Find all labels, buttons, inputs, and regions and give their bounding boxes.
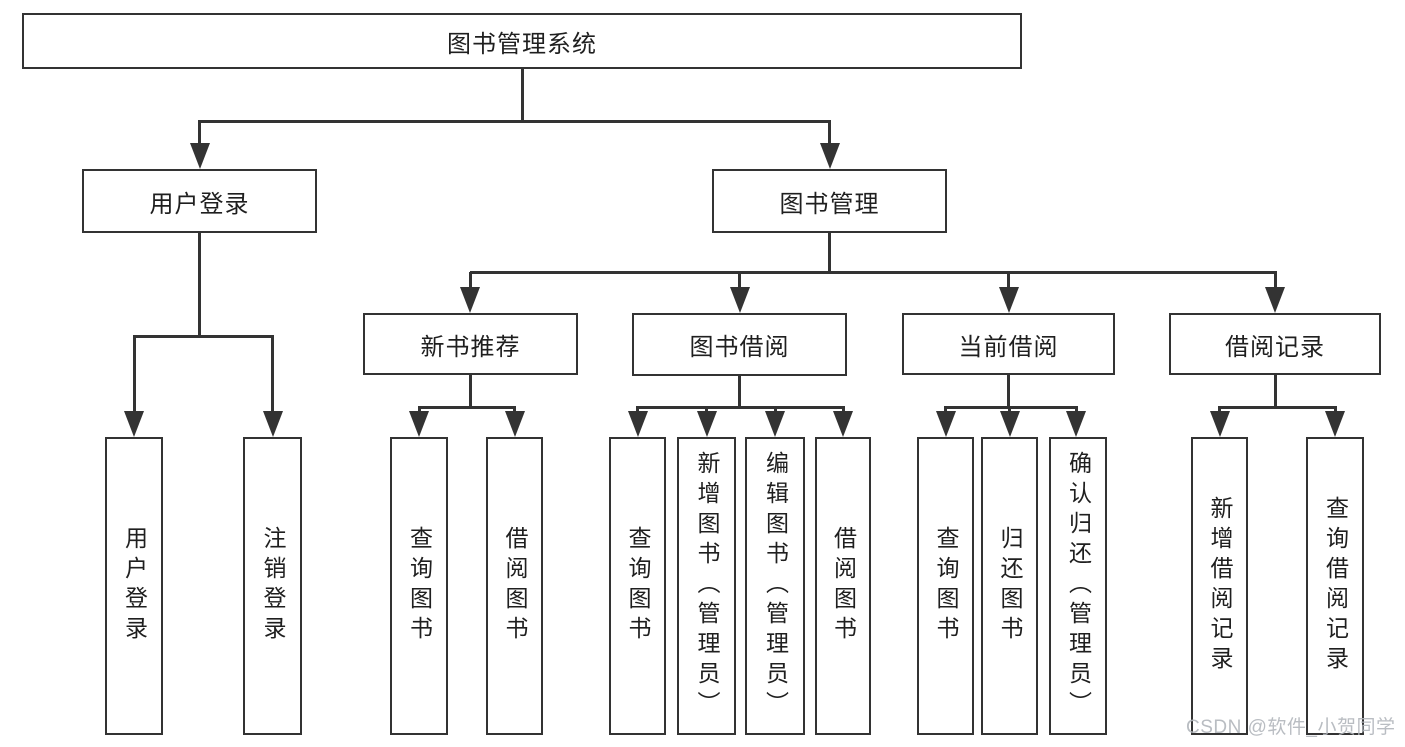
leaf-user-login: 用户登录 [105,437,163,735]
arrowhead-down-icon [1066,411,1086,437]
leaf-logout: 注销登录 [243,437,302,735]
node-user-login: 用户登录 [82,169,317,233]
arrowhead-down-icon [1209,411,1230,437]
arrowhead-down-icon [935,411,956,437]
node-current-borrow: 当前借阅 [902,313,1115,375]
arrowhead-down-icon [1325,411,1345,437]
leaf-br-query-record: 查询借阅记录 [1306,437,1364,735]
arrowhead-down-icon [504,411,525,437]
connector-line [1273,272,1277,291]
arrowhead-down-icon [460,287,480,313]
arrowhead-down-icon [729,287,750,313]
arrowhead-down-icon [999,411,1020,437]
arrowhead-down-icon [998,287,1019,313]
leaf-bb-edit-book-admin: 编辑图书（管理员） [745,437,805,735]
connector-line [1273,375,1277,407]
leaf-nb-borrow-book: 借阅图书 [486,437,543,735]
arrowhead-down-icon [765,411,785,437]
leaf-cb-return-book: 归还图书 [981,437,1038,735]
arrowhead-down-icon [1265,287,1285,313]
connector-line [198,119,831,123]
arrowhead-down-icon [627,411,648,437]
arrowhead-down-icon [189,143,210,169]
connector-line [636,405,845,409]
connector-line [271,336,274,415]
connector-line [828,233,831,272]
connector-line [198,121,201,147]
arrowhead-down-icon [696,411,717,437]
arrowhead-down-icon [262,411,283,437]
node-book-management: 图书管理 [712,169,947,233]
leaf-cb-confirm-return-admin: 确认归还（管理员） [1049,437,1107,735]
connector-line [1007,375,1010,407]
leaf-bb-query-book: 查询图书 [609,437,666,735]
node-book-borrow: 图书借阅 [632,313,847,376]
connector-line [1007,272,1010,291]
connector-line [470,270,1277,274]
leaf-cb-query-book: 查询图书 [917,437,974,735]
leaf-bb-add-book-admin: 新增图书（管理员） [677,437,736,735]
connector-line [738,376,741,407]
connector-line [1218,405,1337,409]
arrowhead-down-icon [124,411,144,437]
connector-line [198,233,201,336]
connector-line [133,334,274,338]
connector-line [828,121,831,147]
connector-line [132,336,136,415]
leaf-br-add-record: 新增借阅记录 [1191,437,1248,735]
arrowhead-down-icon [819,143,840,169]
connector-line [738,272,741,291]
leaf-nb-query-book: 查询图书 [390,437,448,735]
node-root: 图书管理系统 [22,13,1022,69]
connector-line [520,69,524,121]
connector-line [417,405,516,409]
node-new-book-recommend: 新书推荐 [363,313,578,375]
node-borrow-records: 借阅记录 [1169,313,1381,375]
arrowhead-down-icon [833,411,853,437]
connector-line [468,375,472,407]
leaf-bb-borrow-book: 借阅图书 [815,437,871,735]
watermark: CSDN @软件_小贺同学 [1186,717,1396,738]
arrowhead-down-icon [409,411,429,437]
connector-line [468,272,472,291]
